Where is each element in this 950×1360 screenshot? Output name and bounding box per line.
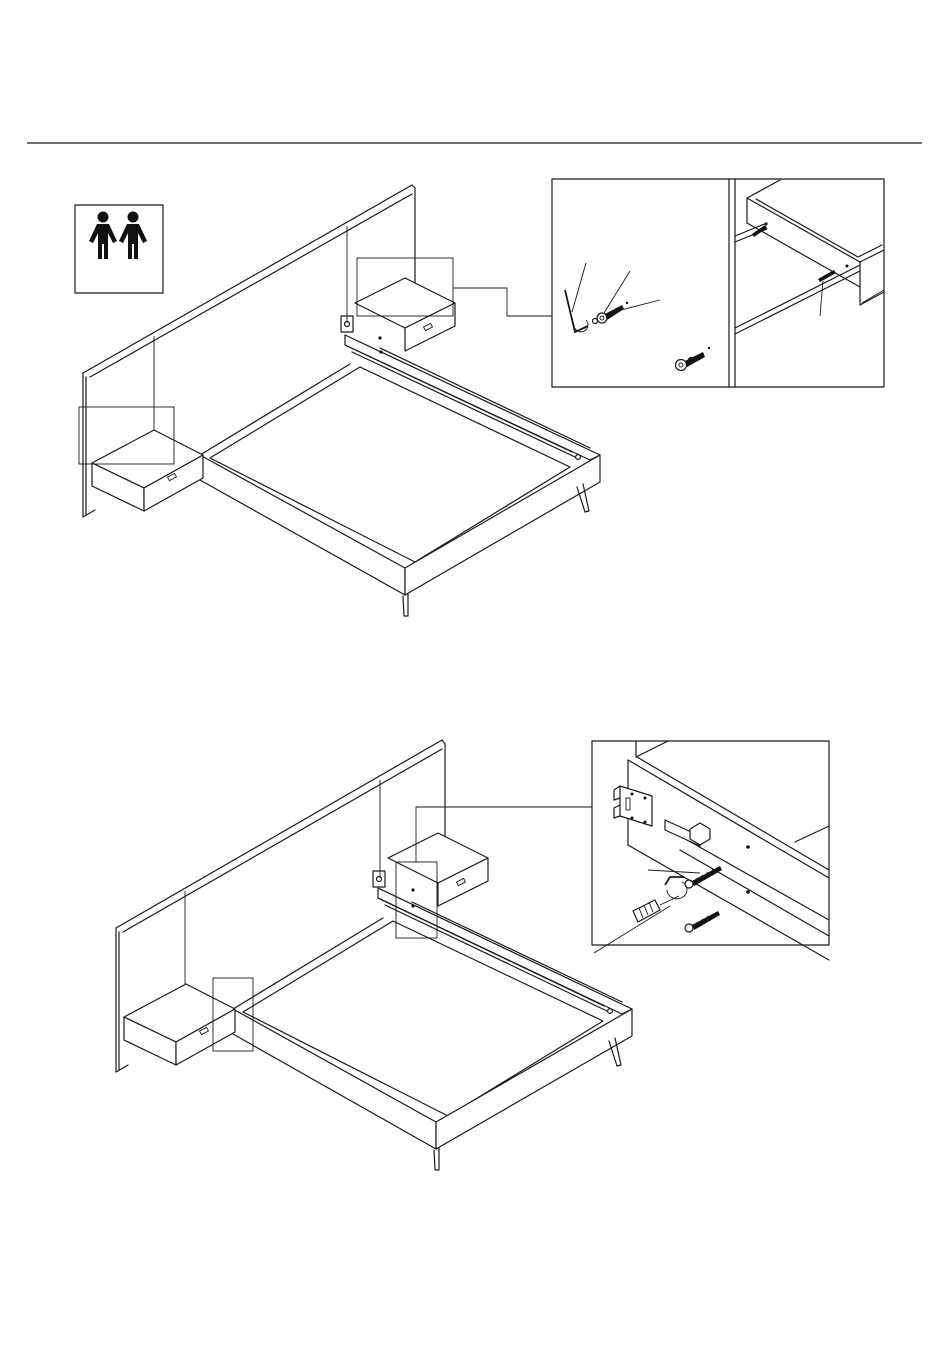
screw-icon bbox=[676, 347, 711, 371]
screw-icon bbox=[593, 271, 661, 324]
left-nightstand bbox=[79, 407, 203, 511]
screw-icon bbox=[685, 911, 720, 932]
two-person-icon bbox=[75, 205, 163, 293]
right-nightstand bbox=[388, 807, 592, 938]
bed-frame bbox=[233, 871, 632, 1170]
wall-bracket-icon bbox=[614, 786, 652, 826]
right-nightstand bbox=[355, 258, 552, 351]
step-2-figure bbox=[116, 740, 829, 1170]
bed-frame bbox=[200, 316, 600, 616]
left-nightstand bbox=[124, 978, 253, 1065]
allen-key-icon bbox=[665, 877, 687, 899]
wall-bracket-screw-detail bbox=[592, 741, 829, 960]
nightstand-bolt-detail bbox=[552, 179, 884, 387]
step-1-figure bbox=[75, 179, 884, 616]
